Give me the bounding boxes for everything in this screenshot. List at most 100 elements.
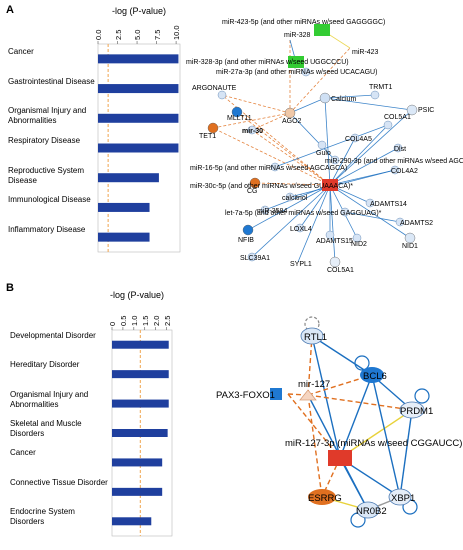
bar bbox=[98, 232, 150, 242]
network-edge bbox=[311, 335, 373, 376]
mirna-node bbox=[328, 450, 352, 466]
network-edge bbox=[329, 124, 389, 186]
node-label: AGO2 bbox=[282, 118, 302, 125]
self-loop-edge bbox=[354, 355, 370, 371]
network-edge bbox=[221, 94, 291, 114]
network-node bbox=[399, 401, 425, 419]
bar bbox=[112, 399, 169, 408]
node-label: miR-127-3p (miRNAs w/seed CGGAUCC) bbox=[285, 438, 462, 449]
network-node bbox=[295, 223, 305, 233]
mirna-node bbox=[322, 179, 338, 191]
node-label: calcitriol bbox=[282, 195, 308, 202]
network-node bbox=[393, 143, 403, 153]
bar bbox=[112, 340, 169, 349]
network-edge bbox=[251, 184, 331, 258]
node-label: TRMT1 bbox=[369, 84, 392, 91]
category-label: Developmental Disorder bbox=[10, 330, 96, 340]
node-label: NFIB bbox=[238, 237, 254, 244]
node-label: miR-423-5p (and other miRNAs w/seed GAGG… bbox=[222, 19, 385, 26]
network-node bbox=[217, 90, 227, 100]
category-label: Respiratory Disease bbox=[8, 136, 81, 145]
network-edge bbox=[251, 112, 291, 131]
mirna-node bbox=[314, 24, 330, 36]
network-edge bbox=[212, 112, 291, 129]
node-label: miR-3584 bbox=[257, 208, 287, 215]
network-edge bbox=[344, 211, 401, 223]
network-node bbox=[360, 367, 384, 383]
network-node bbox=[301, 67, 311, 77]
category-label: Endocrine System Disorders bbox=[10, 507, 75, 527]
node-label: Calcium bbox=[331, 96, 356, 103]
network-edge bbox=[254, 182, 331, 186]
bar bbox=[112, 370, 169, 379]
bar bbox=[112, 429, 168, 437]
axis-title-a: -log (P-value) bbox=[112, 6, 167, 16]
node-label: COL5A1 bbox=[384, 114, 411, 121]
node-label: miR-328-3p (and other miRNAs w/seed UGGC… bbox=[186, 59, 349, 66]
network-node bbox=[270, 388, 282, 400]
network-edge bbox=[329, 109, 413, 186]
network-node bbox=[390, 165, 400, 175]
node-label: ESRRG bbox=[308, 493, 342, 504]
node-label: Dlst bbox=[394, 146, 406, 153]
network-edge bbox=[324, 97, 413, 111]
node-label: PAX3-FOXO1 bbox=[216, 390, 275, 401]
node-label: ADAMTS15 bbox=[316, 238, 353, 245]
network-node bbox=[325, 230, 335, 240]
node-label: let-7a-5p (and other miRNAs w/seed GAGGU… bbox=[225, 210, 382, 217]
node-label: BCL6 bbox=[363, 371, 387, 382]
node-label: SLC39A1 bbox=[240, 255, 270, 262]
network-edge bbox=[297, 184, 331, 263]
category-label: Hereditary Disorder bbox=[10, 360, 80, 370]
node-label: COL4A5 bbox=[345, 136, 372, 143]
network-edge bbox=[247, 184, 331, 231]
node-label: ADAMTS14 bbox=[370, 201, 407, 208]
network-node bbox=[284, 107, 296, 119]
node-label: LOXL4 bbox=[290, 226, 312, 233]
network-node bbox=[383, 120, 393, 130]
network-edge bbox=[339, 374, 373, 459]
category-label: Reproductive System Disease bbox=[8, 165, 85, 185]
network-edge bbox=[289, 112, 336, 161]
network-edge bbox=[324, 94, 376, 99]
network-node bbox=[340, 207, 350, 217]
bar bbox=[98, 54, 179, 64]
category-label: Gastrointestinal Disease bbox=[8, 76, 95, 86]
network-node bbox=[308, 489, 336, 505]
network-node bbox=[329, 256, 341, 268]
network-edge bbox=[251, 129, 331, 186]
network-edge bbox=[289, 97, 326, 114]
network-edge bbox=[289, 169, 396, 198]
node-label: miR-290-3p (and other miRNAs w/seed AGCA… bbox=[325, 158, 463, 165]
node-label: CG bbox=[247, 188, 258, 195]
category-label: Immunological Disease bbox=[8, 195, 91, 205]
bar bbox=[98, 113, 179, 123]
network-node bbox=[247, 125, 257, 135]
category-label: Organismal Injury and Abnormalities bbox=[10, 389, 89, 409]
panel-label-a: A bbox=[6, 4, 14, 16]
network-edge bbox=[299, 184, 331, 229]
bar bbox=[98, 202, 150, 212]
network-edge bbox=[307, 394, 413, 411]
network-node bbox=[247, 252, 257, 262]
network-node bbox=[406, 104, 418, 116]
node-label: ADAMTS2 bbox=[400, 220, 433, 227]
node-label: NID2 bbox=[351, 241, 367, 248]
category-label: Cancer bbox=[10, 448, 36, 458]
network-node bbox=[350, 133, 360, 143]
network-edge bbox=[329, 184, 411, 239]
bar bbox=[112, 517, 152, 526]
bar bbox=[98, 173, 159, 183]
network-edge bbox=[212, 127, 331, 186]
network-node bbox=[319, 92, 331, 104]
network-node bbox=[207, 122, 219, 134]
network-node bbox=[317, 140, 327, 150]
node-label: mir-30 bbox=[242, 128, 263, 135]
network-node bbox=[242, 224, 254, 236]
network-edge bbox=[287, 393, 341, 459]
network-node bbox=[388, 488, 412, 506]
network-edge bbox=[307, 374, 373, 396]
node-label: NR0B2 bbox=[356, 506, 387, 517]
